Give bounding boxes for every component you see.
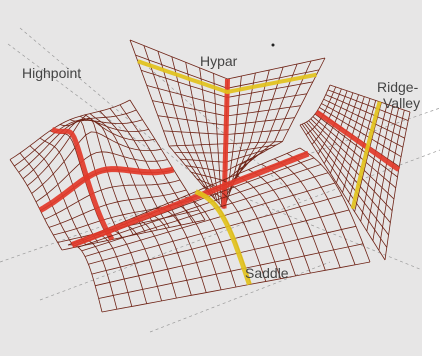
label-hypar: Hypar <box>200 53 238 69</box>
label-ridge-valley-line1: Ridge- <box>377 79 419 95</box>
label-ridge-valley-line2: Valley <box>383 95 420 111</box>
label-highpoint: Highpoint <box>22 65 81 81</box>
dot-marker <box>272 44 275 47</box>
page-margin <box>422 0 448 356</box>
label-saddle: Saddle <box>245 265 289 281</box>
